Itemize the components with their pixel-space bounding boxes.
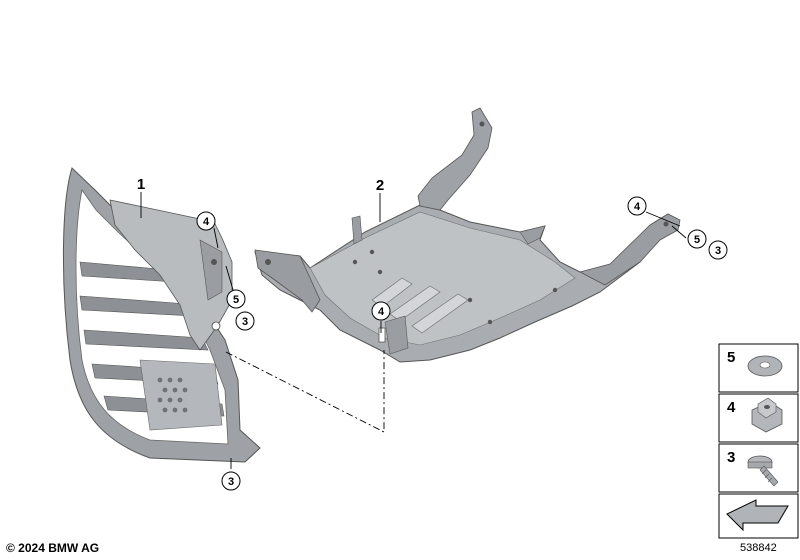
guard-perforations: [157, 377, 188, 413]
callout-4-left: 4: [196, 211, 216, 231]
diagram-number: 538842: [740, 542, 777, 554]
legend-panel: 5 4 3: [718, 343, 799, 539]
svg-text:5: 5: [694, 234, 700, 246]
assembly-lines: [225, 350, 385, 433]
callout-5-left: 5: [226, 289, 246, 309]
svg-text:3: 3: [727, 449, 735, 466]
callout-3-bottom: 3: [221, 471, 241, 491]
callout-4-mid: 4: [371, 301, 391, 321]
svg-text:4: 4: [634, 201, 641, 213]
guard-perforated-plate: [139, 359, 223, 431]
skid-plate-right-arm: [578, 213, 681, 286]
legend-arrow-tile: [718, 493, 799, 539]
clip-nut-icon: [751, 397, 783, 433]
legend-item-3: 3: [718, 443, 799, 493]
skid-plate-rear-bracket: [417, 107, 493, 211]
svg-text:3: 3: [228, 476, 234, 488]
svg-text:3: 3: [242, 316, 248, 328]
callout-3-left: 3: [235, 311, 255, 331]
part-1-guard: [62, 167, 261, 463]
washer-icon: [747, 355, 783, 377]
svg-text:4: 4: [727, 399, 736, 416]
copyright-text: © 2024 BMW AG: [6, 541, 100, 555]
callout-5-right: 5: [687, 229, 707, 249]
svg-text:4: 4: [378, 306, 385, 318]
svg-text:5: 5: [727, 349, 735, 366]
callouts: 1 2 4 5 3 3 4 4 5: [137, 176, 728, 491]
svg-text:4: 4: [203, 216, 210, 228]
callout-4-right: 4: [627, 196, 647, 216]
direction-arrow-icon: [726, 499, 789, 532]
guard-bracket: [109, 199, 233, 351]
svg-text:5: 5: [233, 294, 239, 306]
skid-plate-front-flange: [254, 249, 321, 313]
svg-text:3: 3: [715, 245, 721, 257]
callout-3-right: 3: [708, 240, 728, 260]
legend-item-4: 4: [718, 393, 799, 443]
screw-icon: [747, 455, 779, 487]
leader-lines: [140, 192, 687, 469]
callout-part-2: 2: [376, 177, 384, 194]
part-2-skid-plate: [254, 107, 681, 363]
legend-item-5: 5: [718, 343, 799, 393]
skid-plate-ribs: [371, 277, 469, 334]
callout-part-1: 1: [137, 176, 145, 193]
